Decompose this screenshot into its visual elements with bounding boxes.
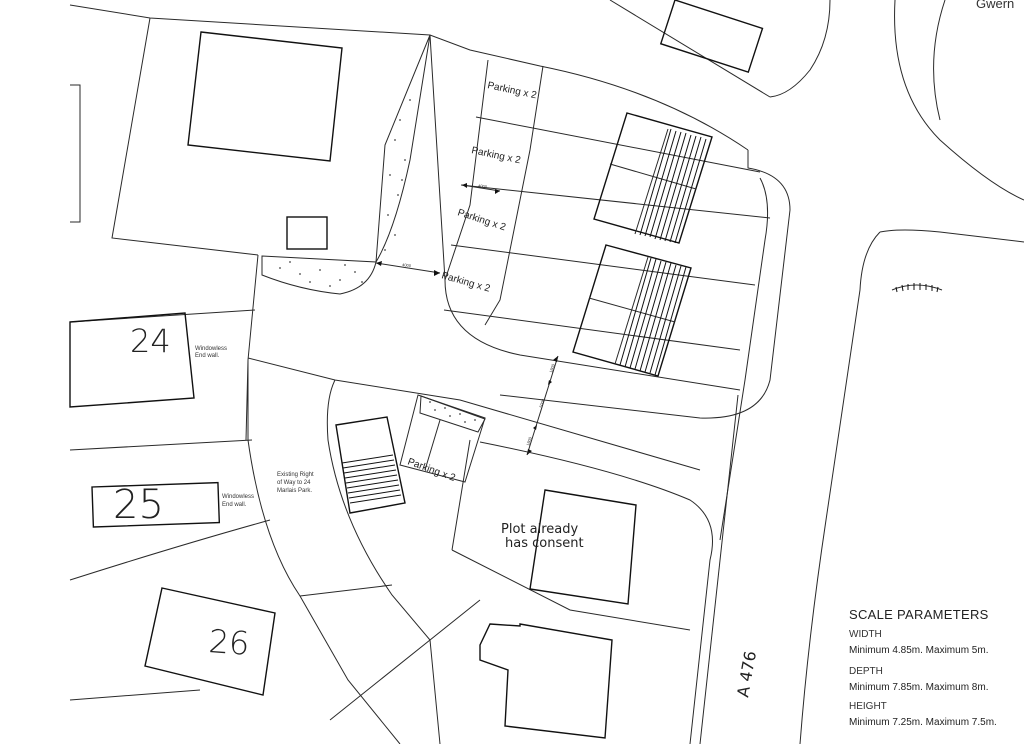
right-of-way-note-line1: Existing Right — [277, 472, 314, 478]
house-24 — [69, 312, 195, 408]
road-label: A 476 — [733, 650, 760, 699]
house-number-26: 26 — [207, 622, 250, 663]
right-of-way-west — [247, 360, 401, 744]
road-ghost — [769, 0, 831, 98]
parking-label-5: Parking x 2 — [406, 456, 457, 484]
street-name-partial: Gwern — [976, 0, 1015, 11]
turning-head — [429, 34, 741, 391]
depth-value: Minimum 7.85m. Maximum 8m. — [849, 682, 989, 693]
right-of-way-east — [326, 379, 441, 744]
house-number-24: 24 — [130, 322, 171, 360]
plot-left-west — [111, 17, 259, 256]
parking-divider — [484, 65, 544, 326]
dim-label-1: 4000 — [478, 183, 488, 189]
parking-row-4 — [443, 309, 741, 351]
property-boundary-25 — [69, 439, 253, 451]
parking-bay-existing — [399, 394, 486, 483]
house-26 — [144, 587, 276, 696]
building-top-right — [659, 0, 764, 74]
garage-stair — [341, 454, 402, 504]
plot-boundary-east — [499, 150, 791, 419]
dim-label-2: 4000 — [402, 262, 412, 268]
consent-building — [529, 489, 637, 605]
windowless-note-1-line2: End wall. — [195, 353, 220, 359]
house-25 — [91, 481, 221, 528]
verge-strip — [375, 34, 431, 263]
parking-label-2: Parking x 2 — [470, 145, 522, 166]
dimension-lines — [375, 183, 559, 456]
depth-label: DEPTH — [849, 666, 883, 677]
parking-label-4: Parking x 2 — [440, 270, 492, 294]
parking-row-3 — [450, 244, 756, 286]
width-value: Minimum 4.85m. Maximum 5m. — [849, 645, 989, 656]
parking-row-2 — [460, 184, 771, 219]
proposed-dwelling-2-stair — [619, 257, 687, 376]
a476-boundary — [699, 394, 739, 744]
drive-south — [247, 357, 701, 471]
outbuilding-small — [286, 216, 328, 250]
plot-boundary-east-inner — [719, 177, 769, 541]
dim-label-4: 5000 — [538, 398, 546, 409]
dotted-verge-small — [419, 395, 486, 433]
right-of-way-note-line3: Marlais Park. — [277, 488, 312, 494]
proposed-dwelling-1-stair — [639, 128, 707, 244]
consent-plot-boundary — [479, 441, 713, 744]
windowless-note-2-line2: End wall. — [222, 502, 247, 508]
parking-label-1: Parking x 2 — [486, 80, 538, 101]
parking-label-3: Parking x 2 — [456, 207, 507, 233]
parking-row-1 — [475, 116, 761, 173]
parking-bay-west — [444, 59, 489, 281]
consent-note-line1: Plot already — [501, 522, 578, 537]
house-number-25: 25 — [113, 482, 164, 528]
tree-ticks — [895, 283, 939, 293]
width-label: WIDTH — [849, 629, 882, 640]
consent-note-line2: has consent — [505, 536, 584, 551]
top-right-boundary — [609, 0, 771, 98]
a476-east-edge — [879, 229, 1024, 243]
windowless-note-2-line1: Windowless — [222, 494, 254, 500]
dim-label-5: 1800 — [525, 436, 533, 447]
windowless-note-1-line1: Windowless — [195, 346, 227, 352]
road-edge-outer — [894, 0, 1024, 201]
verge-dots — [279, 99, 476, 423]
property-boundary-26 — [69, 519, 271, 581]
building-lower-right — [479, 623, 613, 739]
road-edge-inner — [933, 0, 946, 121]
tree-symbol — [891, 284, 943, 291]
a476-west-edge — [799, 231, 881, 744]
right-of-way-note-line2: of Way to 24 — [277, 480, 311, 486]
parking-divider-existing — [424, 419, 441, 471]
verge-curve — [261, 255, 377, 295]
lower-lot-lines — [69, 584, 481, 721]
left-edge-building — [70, 84, 81, 223]
lower-lot-lines-2 — [451, 439, 691, 631]
height-value: Minimum 7.25m. Maximum 7.5m. — [849, 717, 997, 728]
dim-label-3: 1800 — [548, 363, 556, 374]
height-label: HEIGHT — [849, 701, 887, 712]
garage-building — [335, 416, 406, 514]
scale-parameters-title: SCALE PARAMETERS — [849, 607, 989, 622]
top-boundary — [69, 4, 749, 151]
building-large — [187, 31, 343, 162]
